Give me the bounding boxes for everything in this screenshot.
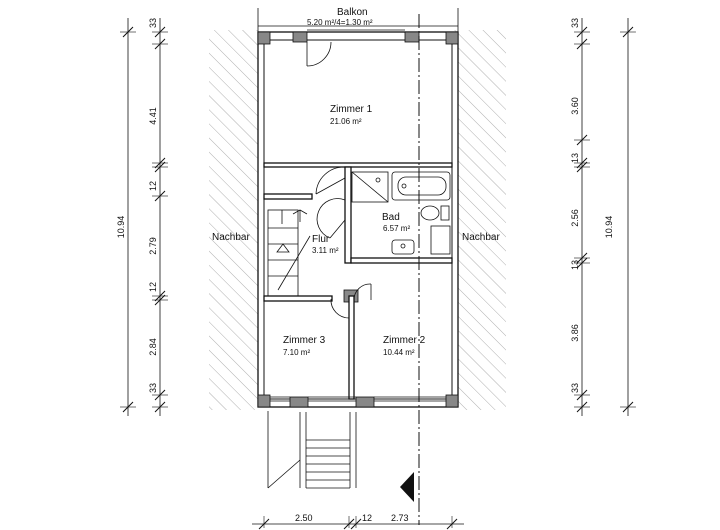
dim-right-total: 10.94 bbox=[604, 216, 614, 239]
bathroom-fixtures bbox=[351, 171, 451, 255]
balcony bbox=[257, 8, 459, 32]
dim-left-total: 10.94 bbox=[116, 216, 126, 239]
bad-label: Bad bbox=[382, 212, 400, 223]
section-marker-icon bbox=[400, 472, 414, 502]
neighbor-left-label: Nachbar bbox=[212, 232, 250, 243]
dim-left-seg-7: 33 bbox=[148, 383, 158, 393]
dimension-bottom: 2.50 12 2.73 bbox=[252, 513, 464, 530]
dimension-right: 10.94 33 3.60 13 2.56 13 3.86 33 bbox=[570, 18, 636, 416]
bathtub bbox=[391, 171, 451, 201]
flur-stair bbox=[267, 209, 311, 297]
dim-right-seg-7: 33 bbox=[570, 383, 580, 393]
zimmer2-label: Zimmer 2 bbox=[383, 335, 426, 346]
dim-left-seg-2: 4.41 bbox=[148, 107, 158, 125]
dim-left-seg-5: 12 bbox=[148, 282, 158, 292]
zimmer1-area: 21.06 m² bbox=[330, 117, 362, 126]
dim-right-seg-4: 2.56 bbox=[570, 209, 580, 227]
dimension-left-ticks bbox=[120, 26, 168, 413]
neighbor-hatch-right bbox=[454, 30, 506, 410]
dim-left-seg-6: 2.84 bbox=[148, 338, 158, 356]
windows bbox=[270, 396, 446, 402]
dim-right-seg-1: 33 bbox=[570, 18, 580, 28]
dim-left-seg-1: 33 bbox=[148, 18, 158, 28]
zimmer1-label: Zimmer 1 bbox=[330, 104, 373, 115]
flur-area: 3.11 m² bbox=[312, 246, 339, 255]
zimmer3-label: Zimmer 3 bbox=[283, 335, 326, 346]
door-swings bbox=[306, 41, 372, 320]
dim-right-seg-5: 13 bbox=[570, 260, 580, 270]
exterior-stair bbox=[267, 411, 357, 489]
dimension-left: 10.94 33 4.41 12 2.79 12 2.84 33 bbox=[116, 18, 168, 416]
flur-label: Flur bbox=[312, 234, 330, 245]
balkon-label: Balkon bbox=[337, 7, 368, 18]
shower-tray bbox=[351, 171, 389, 203]
dim-left-seg-3: 12 bbox=[148, 181, 158, 191]
interior bbox=[263, 39, 453, 400]
dim-bottom-seg-2: 12 bbox=[362, 513, 372, 523]
bad-area: 6.57 m² bbox=[383, 224, 410, 233]
dimension-bottom-ticks bbox=[258, 516, 458, 530]
dim-bottom-seg-1: 2.50 bbox=[295, 513, 313, 523]
dim-right-seg-3: 13 bbox=[570, 153, 580, 163]
neighbor-right-label: Nachbar bbox=[462, 232, 500, 243]
dim-right-seg-2: 3.60 bbox=[570, 97, 580, 115]
washbasin bbox=[391, 239, 415, 255]
dim-bottom-seg-3: 2.73 bbox=[391, 513, 409, 523]
interior-walls bbox=[263, 162, 453, 400]
dimension-right-ticks bbox=[574, 26, 636, 413]
dim-right-seg-6: 3.86 bbox=[570, 324, 580, 342]
zimmer3-area: 7.10 m² bbox=[283, 348, 310, 357]
balkon-area: 5.20 m²/4=1.30 m² bbox=[307, 18, 373, 27]
washing-machine bbox=[430, 225, 451, 255]
dim-left-seg-4: 2.79 bbox=[148, 237, 158, 255]
neighbor-hatch-left bbox=[209, 30, 263, 410]
room-labels: Balkon 5.20 m²/4=1.30 m² Zimmer 1 21.06 … bbox=[212, 7, 500, 357]
zimmer2-area: 10.44 m² bbox=[383, 348, 415, 357]
toilet bbox=[420, 205, 440, 221]
